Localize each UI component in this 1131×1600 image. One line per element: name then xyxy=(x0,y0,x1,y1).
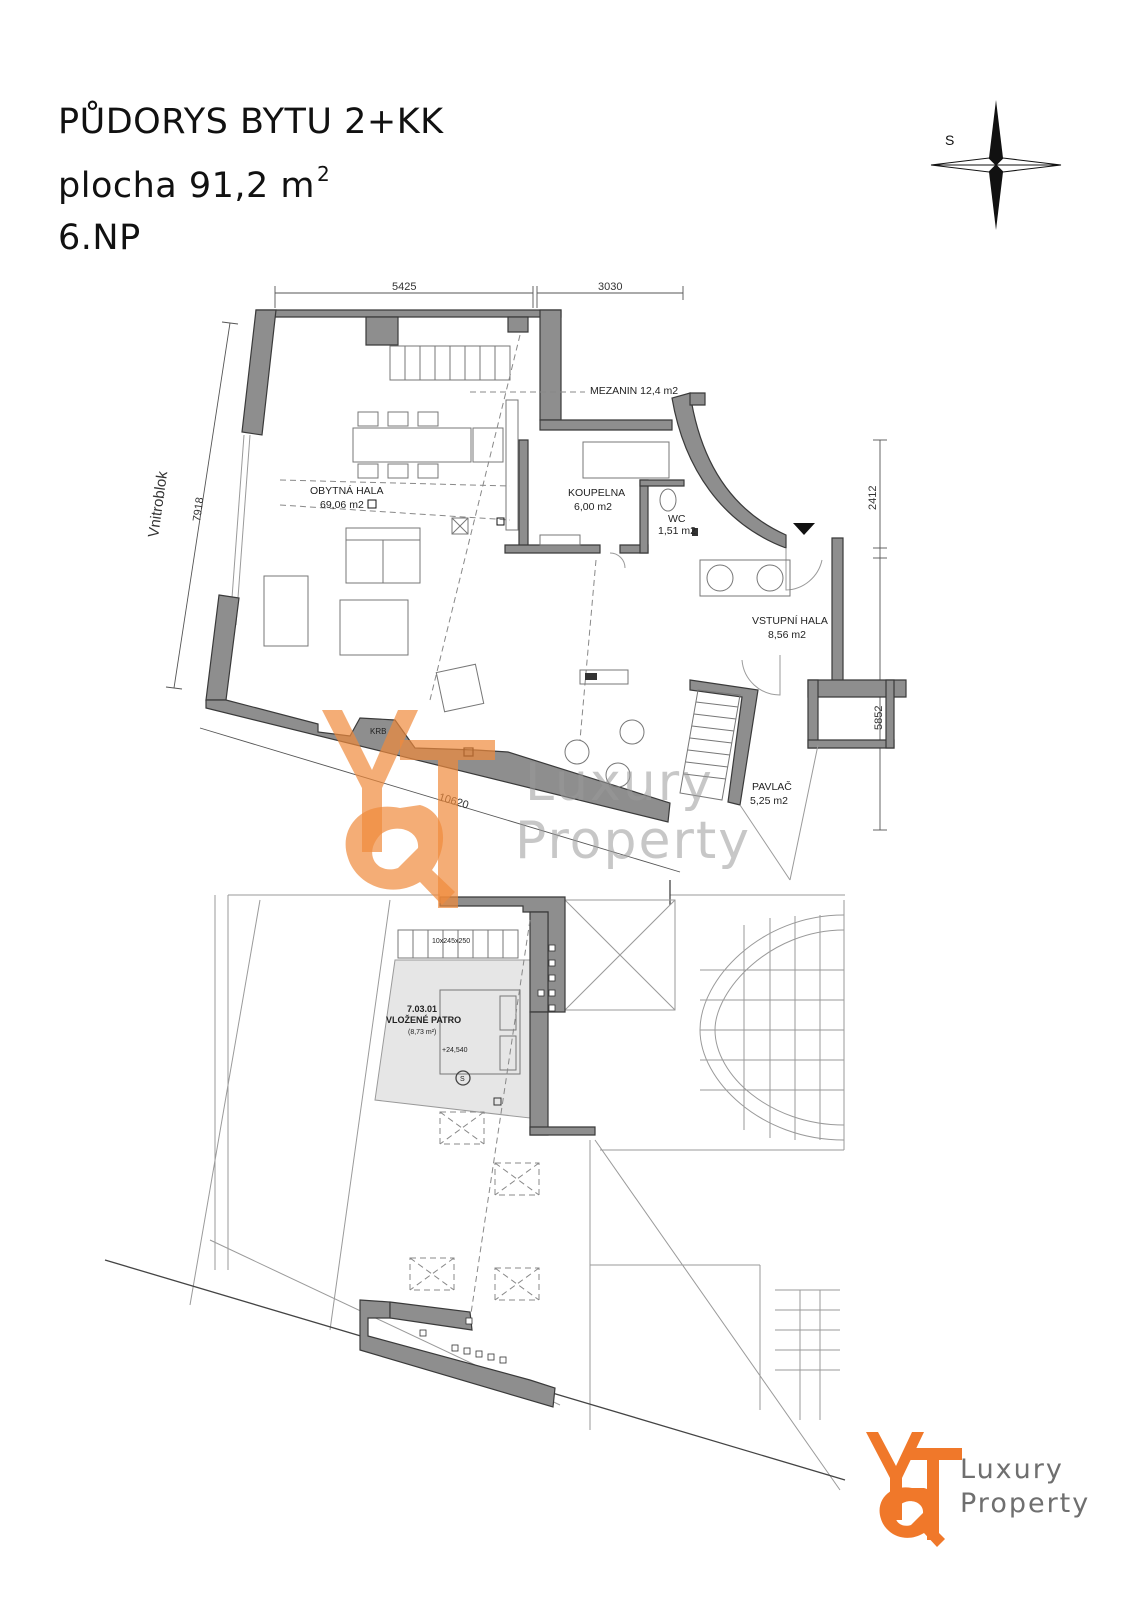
room-area-pavlac: 5,25 m2 xyxy=(750,795,788,807)
room-name-vstupni-hala: VSTUPNÍ HALA xyxy=(752,614,828,627)
plan-floor: 6.NP xyxy=(58,218,141,258)
orientation-label: Vnitroblok xyxy=(145,470,171,539)
entry-seat xyxy=(756,564,784,592)
brand-line2: Property xyxy=(960,1488,1090,1519)
room-area-obytna-hala: 69,06 m2 xyxy=(320,499,364,511)
coffee-table xyxy=(339,599,409,656)
apartment-walls xyxy=(205,309,907,823)
column-marker xyxy=(451,517,469,535)
bathtub xyxy=(582,441,670,479)
stool xyxy=(619,719,645,745)
compass-label: S xyxy=(945,132,954,148)
stairs-upper xyxy=(389,345,585,393)
plan-area-text: plocha 91,2 m xyxy=(58,166,316,206)
brand-logo: Luxury Property xyxy=(866,1432,1090,1547)
room-area-wc: 1,51 m2 xyxy=(658,525,696,537)
fireplace-label: KRB xyxy=(370,727,386,736)
dimension-top-left: 5425 xyxy=(392,281,416,293)
toilet xyxy=(659,488,677,512)
mezzanine-stair-note: 10x245x250 xyxy=(432,938,470,945)
island xyxy=(579,669,629,685)
room-area-koupelna: 6,00 m2 xyxy=(574,501,612,513)
plan-title: PŮDORYS BYTU 2+KK xyxy=(58,102,444,142)
dining-table xyxy=(352,411,504,479)
lounge-chair xyxy=(435,663,485,713)
watermark-logo xyxy=(322,710,495,908)
dimension-top-right: 3030 xyxy=(598,281,622,293)
compass-icon: S xyxy=(930,100,1062,230)
plan-area-superscript: 2 xyxy=(317,162,331,186)
room-area-vstupni-hala: 8,56 m2 xyxy=(768,629,806,641)
mezzanine-code: 7.03.01 xyxy=(407,1004,437,1014)
entry-seat xyxy=(706,564,734,592)
brand-line1: Luxury xyxy=(960,1454,1064,1485)
room-name-koupelna: KOUPELNA xyxy=(568,487,625,499)
mezzanine-area: (8,73 m²) xyxy=(408,1029,436,1036)
watermark-line1: Luxury xyxy=(525,753,714,813)
room-name-obytna-hala: OBYTNÁ HALA xyxy=(310,484,384,497)
dimension-right-lower: 5852 xyxy=(873,706,885,730)
sofa xyxy=(345,527,421,584)
mezzanine-plan xyxy=(104,880,846,1491)
armchair xyxy=(263,575,309,647)
stool xyxy=(564,739,590,765)
sink xyxy=(539,534,581,546)
stool xyxy=(605,762,631,788)
watermark: Luxury Property xyxy=(322,710,751,908)
mezzanine-name: VLOŽENÉ PATRO xyxy=(386,1014,461,1025)
pavlac-stairs xyxy=(679,689,741,801)
mezzanine-marker: S xyxy=(460,1076,465,1083)
mezzanine-level: +24,540 xyxy=(442,1047,468,1054)
watermark-line2: Property xyxy=(515,811,751,871)
dimension-left: 7918 xyxy=(191,497,206,523)
room-label-mezanin: MEZANIN 12,4 m2 xyxy=(590,385,678,397)
dimension-right-upper: 2412 xyxy=(867,486,879,510)
room-name-wc: WC xyxy=(668,513,686,525)
room-name-pavlac: PAVLAČ xyxy=(752,780,792,793)
